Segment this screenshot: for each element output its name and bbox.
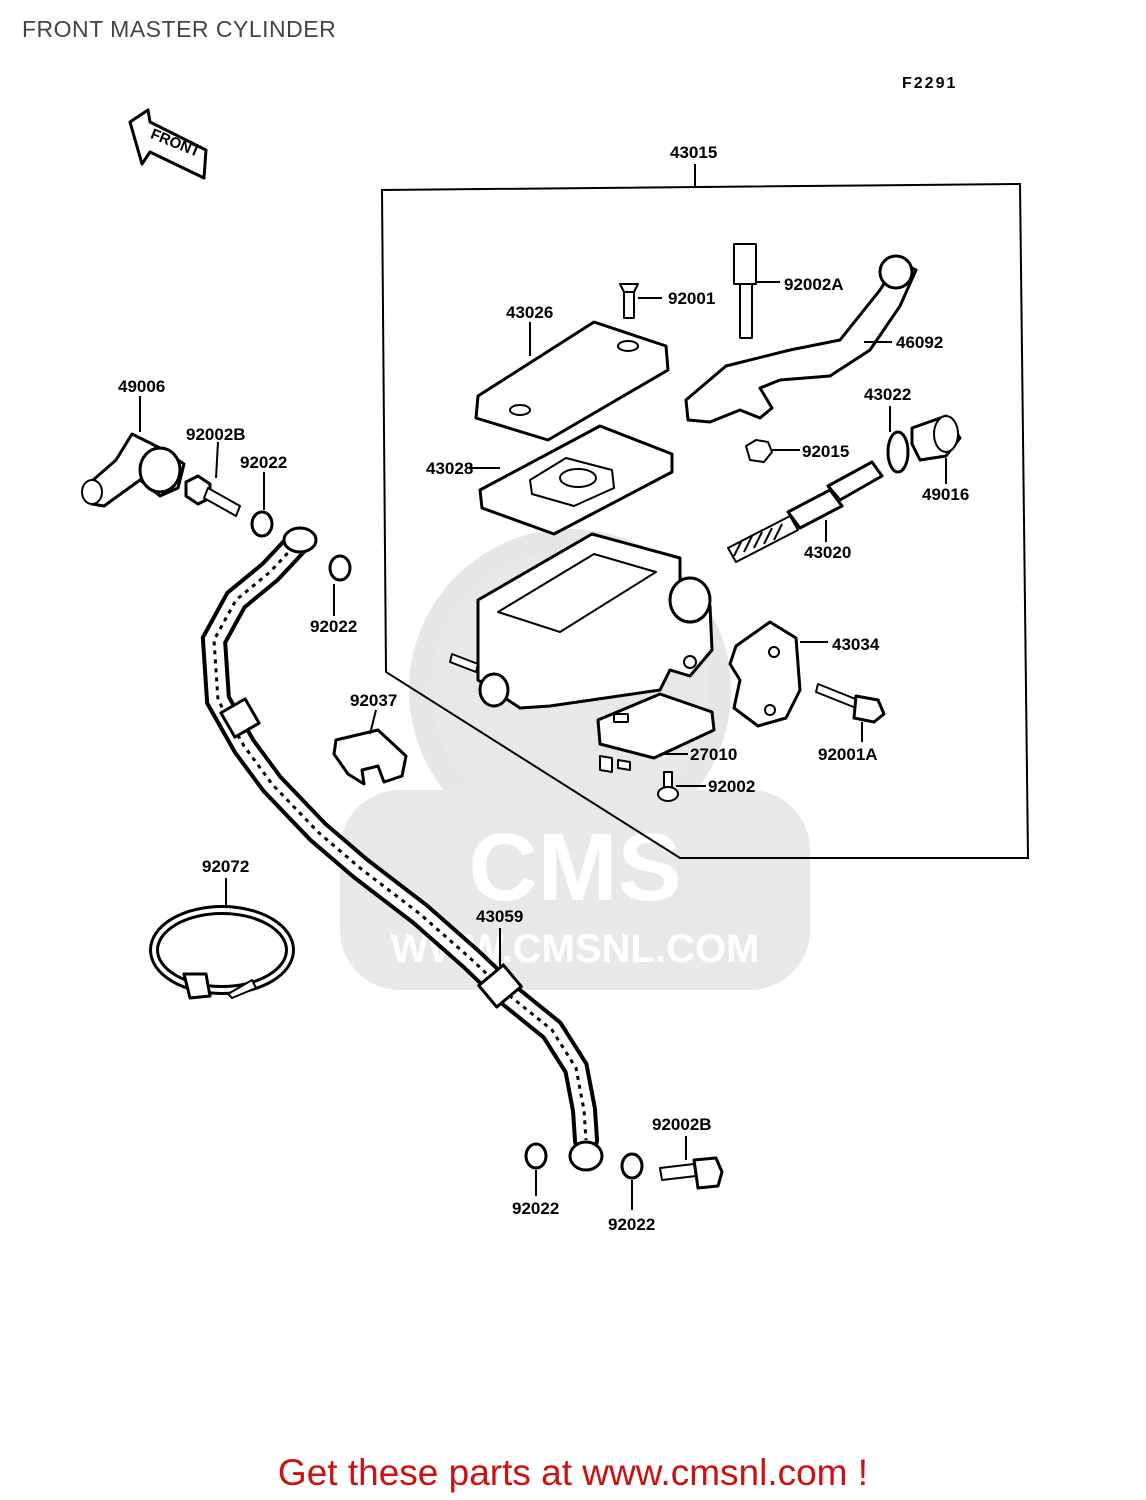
washer-92022-a (250, 472, 274, 538)
front-arrow-icon: FRONT (128, 108, 208, 180)
label-49016: 49016 (922, 485, 969, 504)
bolt-92001A (815, 683, 886, 742)
figure-code: F2291 (902, 75, 957, 92)
bolt-92002A (733, 243, 780, 339)
label-92015: 92015 (802, 442, 849, 461)
label-43020: 43020 (804, 543, 851, 562)
washer-92022-c (524, 1142, 548, 1196)
nut-92015 (745, 439, 800, 463)
banjo-fitting-49006 (81, 396, 186, 508)
label-49006: 49006 (118, 377, 165, 396)
label-92002A: 92002A (784, 275, 844, 294)
label-43028: 43028 (426, 459, 473, 478)
label-43059: 43059 (476, 907, 523, 926)
piston-assembly-43020 (727, 460, 884, 563)
page-title: FRONT MASTER CYLINDER (22, 16, 337, 42)
diaphragm-43028 (470, 424, 674, 536)
banjo-bolt-92002B-top (184, 441, 241, 517)
hose-band-92072 (149, 878, 295, 1000)
boot-49016 (910, 414, 962, 484)
label-43026: 43026 (506, 303, 553, 322)
label-92022-a: 92022 (240, 453, 287, 472)
hose-clip-92037 (332, 709, 408, 786)
label-46092: 46092 (896, 333, 943, 352)
washer-92022-b (328, 554, 352, 616)
label-92037: 92037 (350, 691, 397, 710)
label-27010: 27010 (690, 745, 737, 764)
brake-switch-27010 (596, 692, 716, 773)
brake-hose-43059 (200, 526, 604, 1172)
circlip-43022 (886, 406, 910, 474)
label-43022: 43022 (864, 385, 911, 404)
label-92002B-bottom: 92002B (652, 1115, 712, 1134)
label-92002: 92002 (708, 777, 755, 796)
label-92022-d: 92022 (608, 1215, 655, 1234)
assembly-box-outline (380, 164, 1030, 859)
clamp-43034 (728, 620, 828, 728)
screw-92001 (619, 283, 662, 319)
screw-92002 (657, 771, 706, 802)
banjo-bolt-92002B-bottom (659, 1136, 724, 1190)
label-92002B-top: 92002B (186, 425, 246, 444)
label-43034: 43034 (832, 635, 880, 654)
footer-cta-link[interactable]: Get these parts at www.cmsnl.com ! (277, 1452, 869, 1493)
label-92001A: 92001A (818, 745, 878, 764)
label-92001: 92001 (668, 289, 715, 308)
master-cylinder-body (449, 532, 714, 710)
washer-92022-d (620, 1152, 644, 1210)
brake-lever-46092 (684, 254, 918, 424)
watermark-brand: CMS (468, 814, 681, 921)
label-92022-c: 92022 (512, 1199, 559, 1218)
label-92072: 92072 (202, 857, 249, 876)
label-92022-b: 92022 (310, 617, 357, 636)
label-43015: 43015 (670, 143, 717, 162)
reservoir-cap-43026 (474, 320, 670, 442)
